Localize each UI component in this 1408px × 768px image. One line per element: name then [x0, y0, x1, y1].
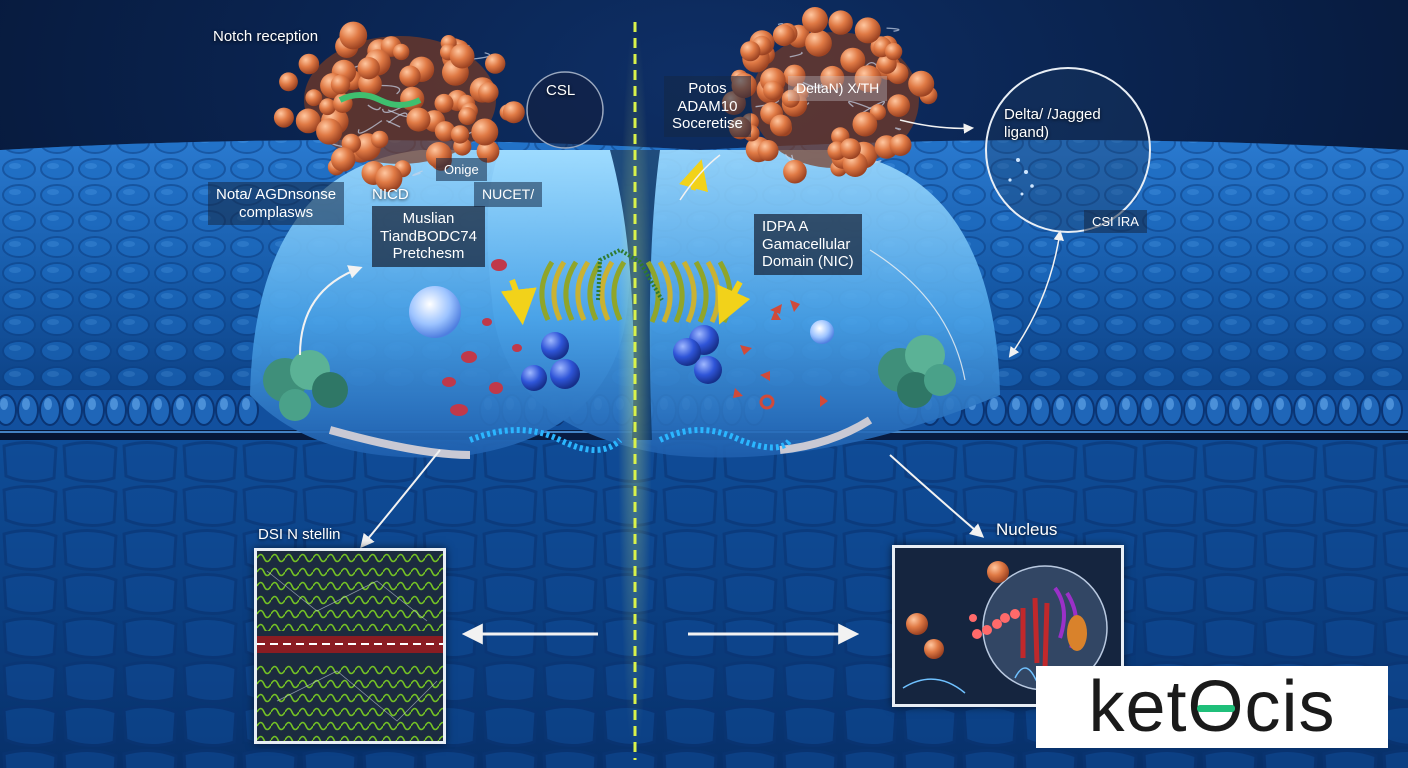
vesicle: [810, 320, 834, 344]
label-csl-right: CSI IRA: [1084, 210, 1147, 234]
red-particle: [450, 404, 468, 416]
logo-o-mark: O: [1188, 671, 1245, 743]
blue-molecule: [541, 332, 569, 360]
label-idpa-block: IDPA A Gamacellular Domain (NIC): [754, 214, 862, 276]
left-protein-cluster: [273, 21, 525, 192]
label-delta-jagged: Delta/ /Jagged ligand): [1004, 106, 1101, 141]
cilia-row: [468, 427, 623, 453]
label-nota-complex: Nota/ AGDnsonse complasws: [208, 182, 345, 226]
blue-molecule: [694, 356, 722, 384]
label-notch-reception: Notch reception: [213, 28, 319, 45]
vesicle: [409, 286, 461, 338]
dsl-inset-art: [257, 551, 443, 741]
label-onige: Onige: [436, 158, 487, 182]
red-particle: [512, 344, 522, 352]
label-nicd: NICD: [372, 186, 409, 203]
arrow-adam10: [679, 154, 721, 201]
ligand-dots: [1008, 158, 1034, 196]
right-cell-contents: [658, 300, 834, 451]
yellow-arrow-right: [717, 280, 751, 325]
blue-molecule: [521, 365, 547, 391]
label-csl-top: CSL: [546, 82, 576, 99]
arrow-into-left-cell: [299, 265, 363, 356]
label-muslian-block: Muslian TiandBODC74 Pretchesm: [372, 206, 485, 268]
arrow-to-ligand: [899, 119, 975, 134]
left-green-cluster: [263, 350, 348, 421]
right-green-cluster: [878, 335, 956, 408]
blue-molecule: [550, 359, 580, 389]
arrow-to-dsl-inset: [360, 449, 441, 549]
red-ring: [759, 394, 775, 410]
red-particle: [461, 351, 477, 363]
arrow-to-nucleus-inset: [889, 454, 985, 538]
label-potos-adam10: Potos ADAM10 Soceretise: [664, 76, 751, 138]
left-cell-contents: [409, 259, 623, 453]
red-particle: [489, 382, 503, 394]
blue-molecule: [673, 338, 701, 366]
yellow-arrow-left: [500, 278, 537, 326]
logo-prefix: ket: [1088, 667, 1188, 747]
label-nucleus: Nucleus: [996, 520, 1058, 539]
logo-suffix: cis: [1244, 667, 1336, 747]
red-particle: [482, 318, 492, 326]
label-dsl-stellin: DSI N stellin: [258, 526, 341, 543]
arrow-ligand-to-membrane: [1008, 229, 1064, 358]
right-protein-cluster: [721, 7, 938, 184]
arrow-idpa-curve: [869, 249, 966, 381]
csl-bubble: [526, 71, 604, 149]
dsl-inset: [254, 548, 446, 744]
right-basin-rim: [779, 416, 873, 454]
label-nucet: NUCET/: [474, 182, 543, 207]
logo-accent-bar: [1196, 705, 1236, 713]
red-particle: [442, 377, 456, 387]
red-particle: [491, 259, 507, 271]
left-basin-rim: [328, 426, 471, 459]
label-delta-x: DeltaN) X/TH: [788, 76, 888, 101]
ligand-bubble: [985, 67, 1151, 233]
